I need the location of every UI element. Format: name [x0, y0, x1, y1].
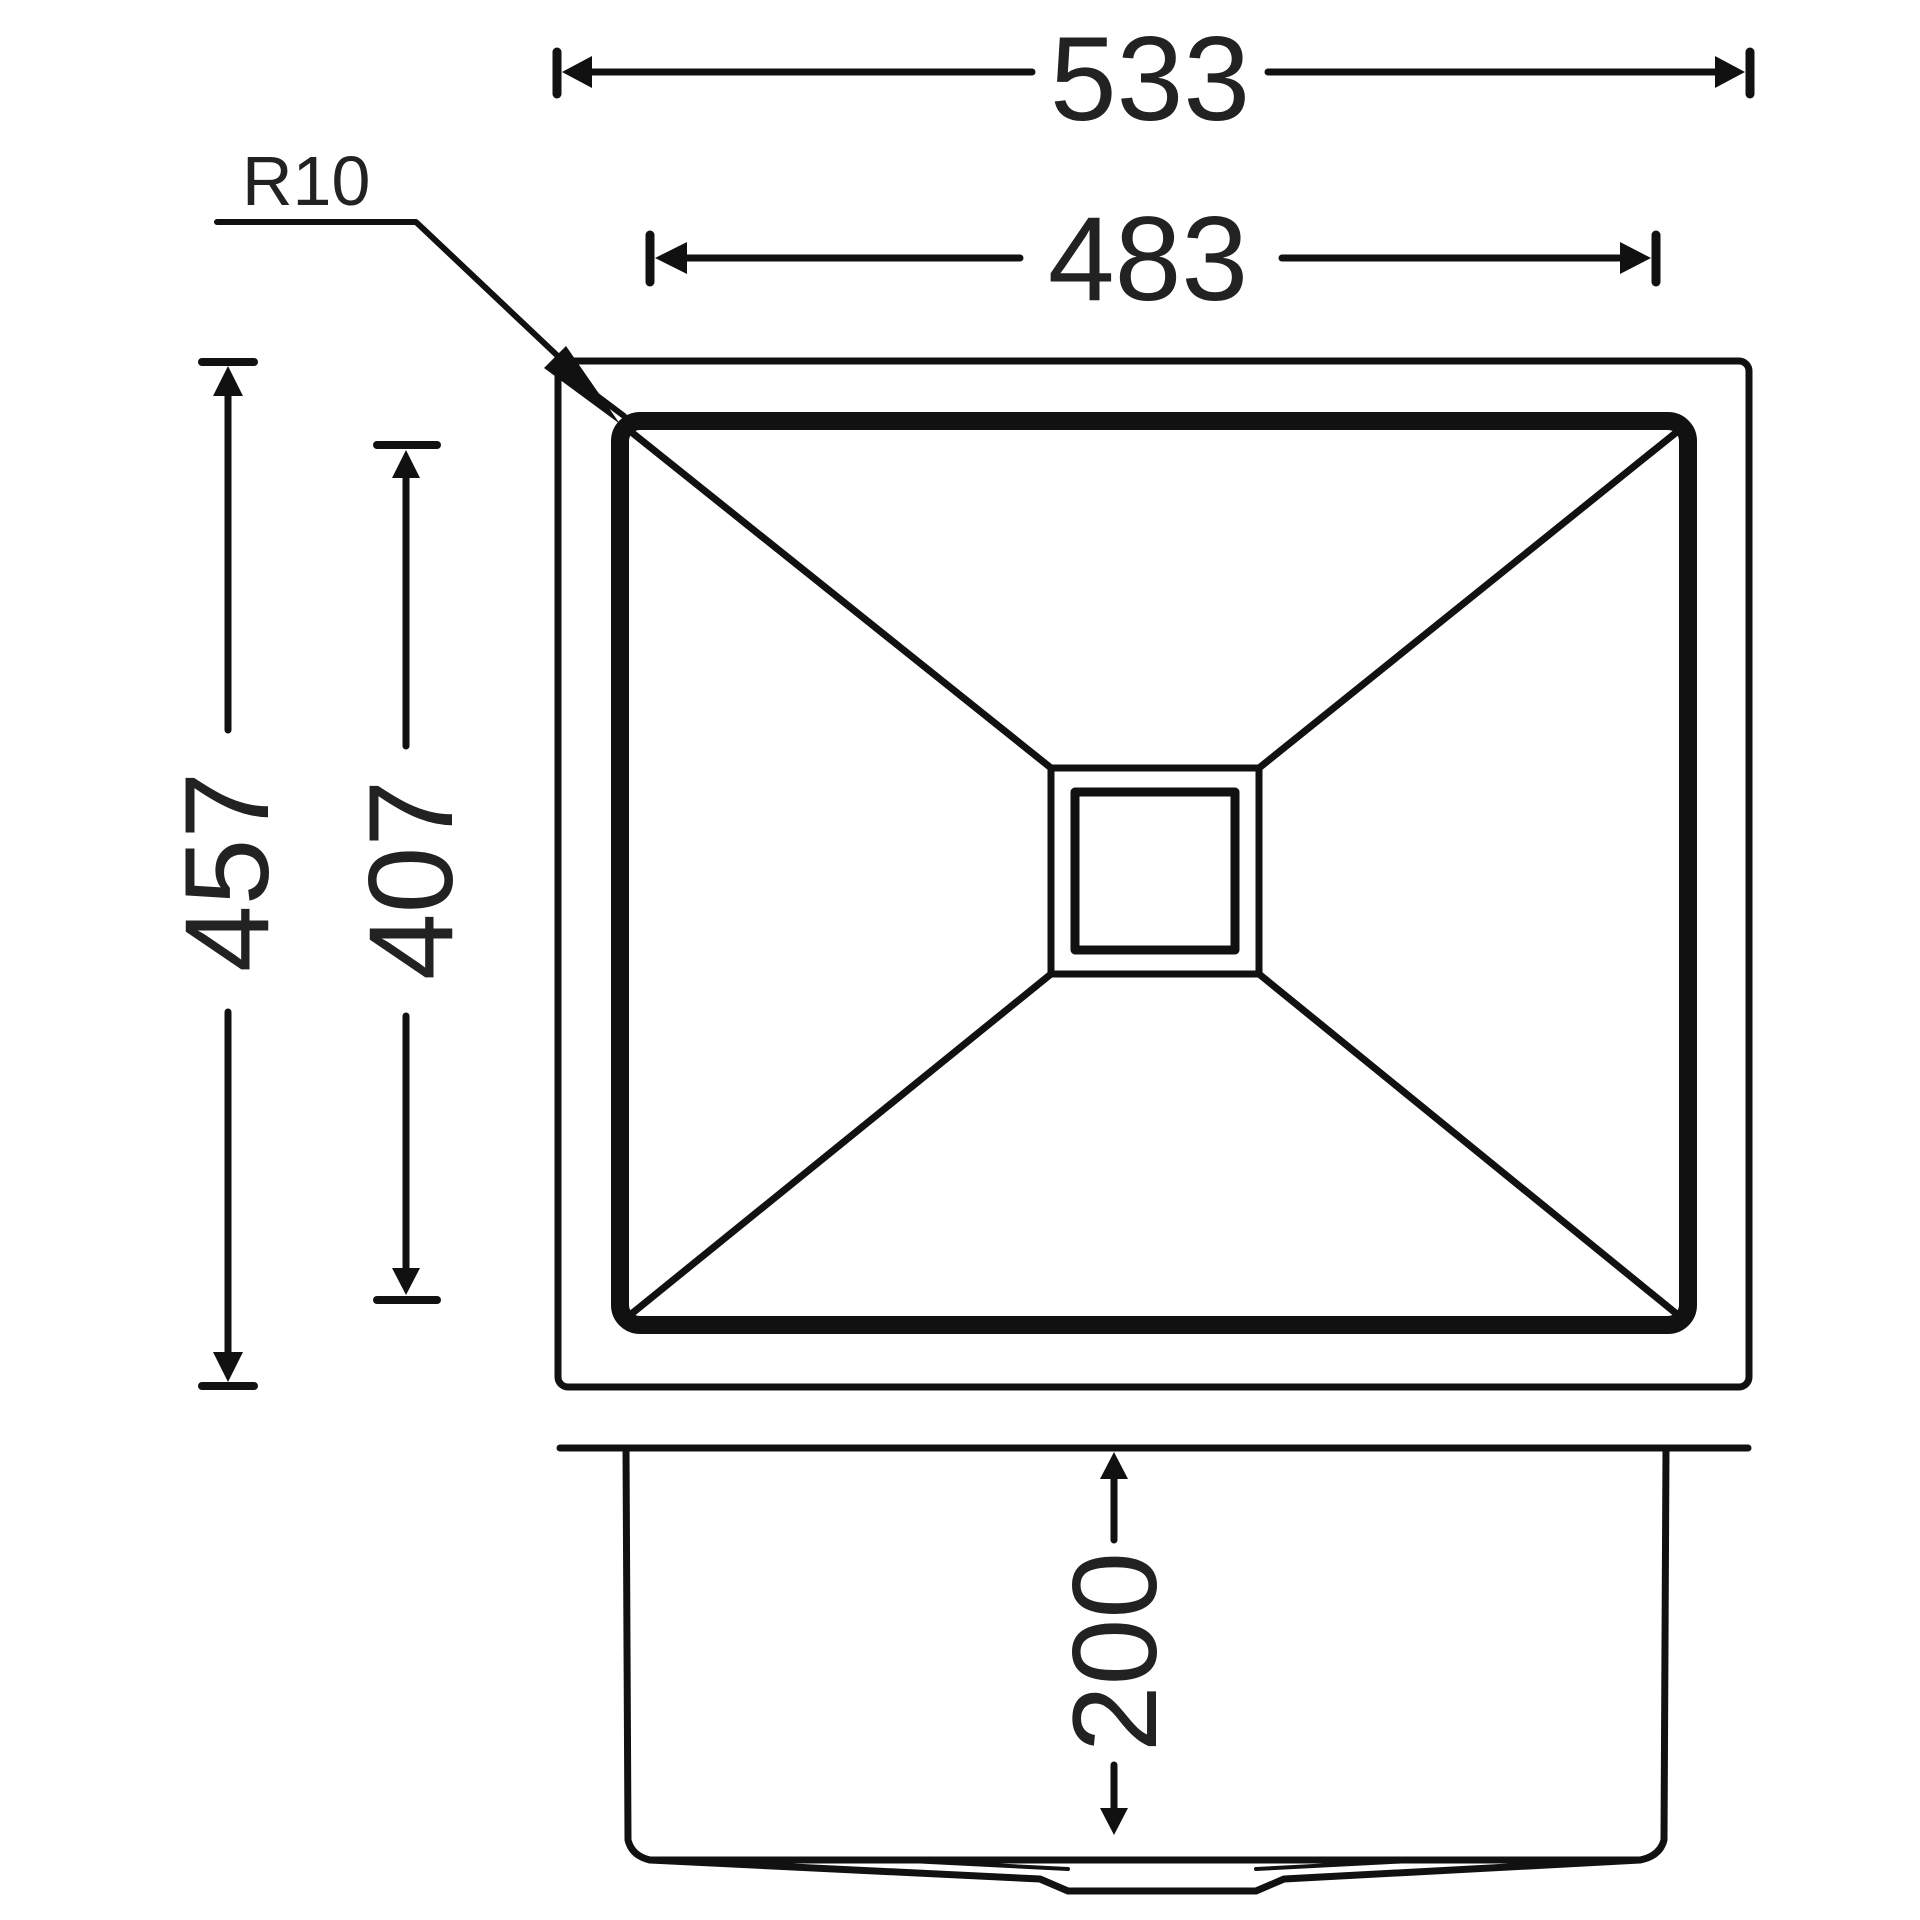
- arrowhead-down: [392, 1268, 420, 1295]
- arrowhead-up: [392, 450, 420, 478]
- slope-line-top-right: [1255, 427, 1682, 772]
- dimension-label-457: 457: [160, 772, 294, 972]
- drain-inner-square: [1070, 787, 1240, 955]
- slope-line-bottom-right: [1255, 970, 1682, 1319]
- drain-outer-square: [1047, 764, 1263, 978]
- dimension-inner-depth: 407: [344, 441, 478, 1304]
- dimension-label-407: 407: [344, 780, 478, 980]
- corner-radius-callout: R10: [214, 142, 627, 424]
- radius-leader-arrowhead: [544, 346, 620, 424]
- inner-bowl-rim: [611, 412, 1697, 1334]
- slope-line-bottom-left: [626, 970, 1055, 1319]
- dimension-outer-width: 533: [552, 12, 1755, 146]
- arrowhead-right: [1715, 56, 1745, 88]
- radius-label: R10: [242, 142, 370, 220]
- dimension-outer-depth: 457: [160, 358, 294, 1390]
- arrowhead-down: [213, 1352, 243, 1382]
- bowl-side-profile: [622, 1444, 1670, 1895]
- outer-flange-outline: [554, 357, 1753, 1391]
- arrowhead-down: [1100, 1808, 1128, 1835]
- arrowhead-left: [562, 56, 592, 88]
- arrowhead-left: [655, 242, 687, 274]
- arrowhead-right: [1620, 242, 1651, 274]
- dimension-label-483: 483: [1048, 192, 1248, 326]
- slope-line-top-left: [626, 427, 1055, 772]
- arrowhead-up: [1100, 1452, 1128, 1479]
- dimension-label-200: 200: [1048, 1552, 1182, 1752]
- dimension-label-533: 533: [1050, 12, 1250, 146]
- dimension-bowl-height: 200: [1048, 1452, 1182, 1835]
- arrowhead-up: [213, 366, 243, 396]
- dimension-inner-width: 483: [645, 192, 1661, 326]
